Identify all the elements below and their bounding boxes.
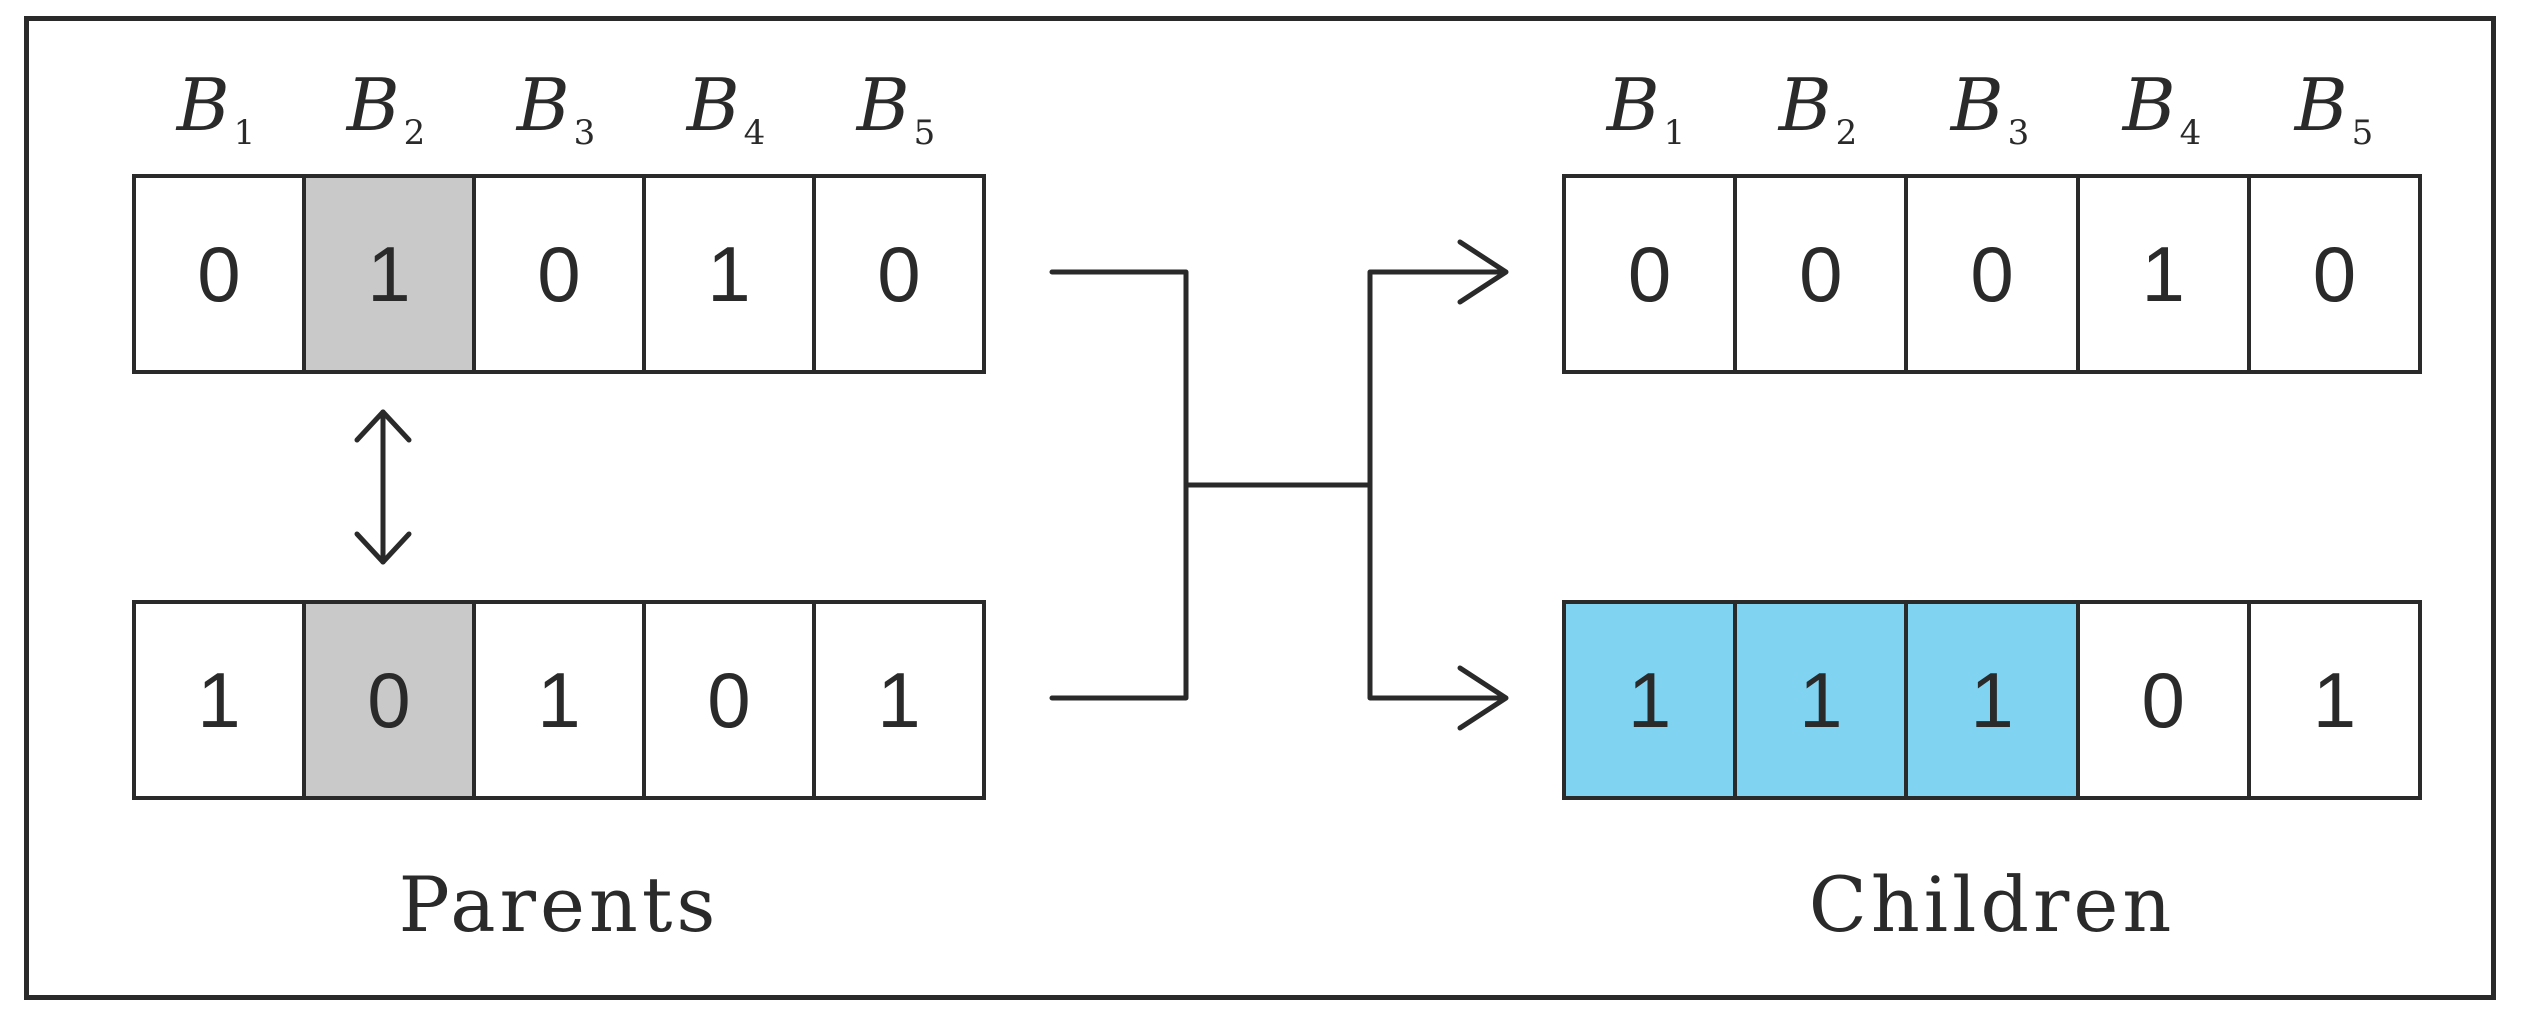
arrow-to-child-1-icon <box>1457 239 1509 305</box>
parent-1-chromosome: 0 1 0 1 0 <box>132 174 986 374</box>
diagram-frame <box>24 16 2496 1000</box>
child-1-chromosome: 0 0 0 1 0 <box>1562 174 2422 374</box>
child-2-gene-5: 1 <box>2246 604 2419 796</box>
swap-arrow-icon <box>354 409 412 565</box>
child-2-gene-4: 0 <box>2075 604 2247 796</box>
child-2-chromosome: 1 1 1 0 1 <box>1562 600 2422 800</box>
parent-1-gene-1: 0 <box>136 178 302 370</box>
arrow-to-child-2-icon <box>1457 665 1509 731</box>
parents-bracket <box>1049 269 1373 701</box>
child-1-gene-4: 1 <box>2075 178 2247 370</box>
parent-2-gene-3: 1 <box>472 604 642 796</box>
child-2-gene-2: 1 <box>1733 604 1905 796</box>
child-1-gene-2: 0 <box>1733 178 1905 370</box>
parent-2-chromosome: 1 0 1 0 1 <box>132 600 986 800</box>
parent-2-gene-5: 1 <box>812 604 982 796</box>
children-caption: Children <box>1808 860 2176 949</box>
child-2-gene-3: 1 <box>1904 604 2076 796</box>
children-bracket <box>1367 269 1503 701</box>
child-1-gene-5: 0 <box>2246 178 2419 370</box>
parent-1-gene-2: 1 <box>302 178 472 370</box>
parent-1-gene-3: 0 <box>472 178 642 370</box>
child-1-gene-3: 0 <box>1904 178 2076 370</box>
parent-2-gene-1: 1 <box>136 604 302 796</box>
parent-2-gene-2: 0 <box>302 604 472 796</box>
parent-1-gene-5: 0 <box>812 178 982 370</box>
child-1-gene-1: 0 <box>1566 178 1734 370</box>
child-2-gene-1: 1 <box>1566 604 1734 796</box>
parents-caption: Parents <box>398 860 720 949</box>
parent-2-gene-4: 0 <box>642 604 812 796</box>
parent-1-gene-4: 1 <box>642 178 812 370</box>
